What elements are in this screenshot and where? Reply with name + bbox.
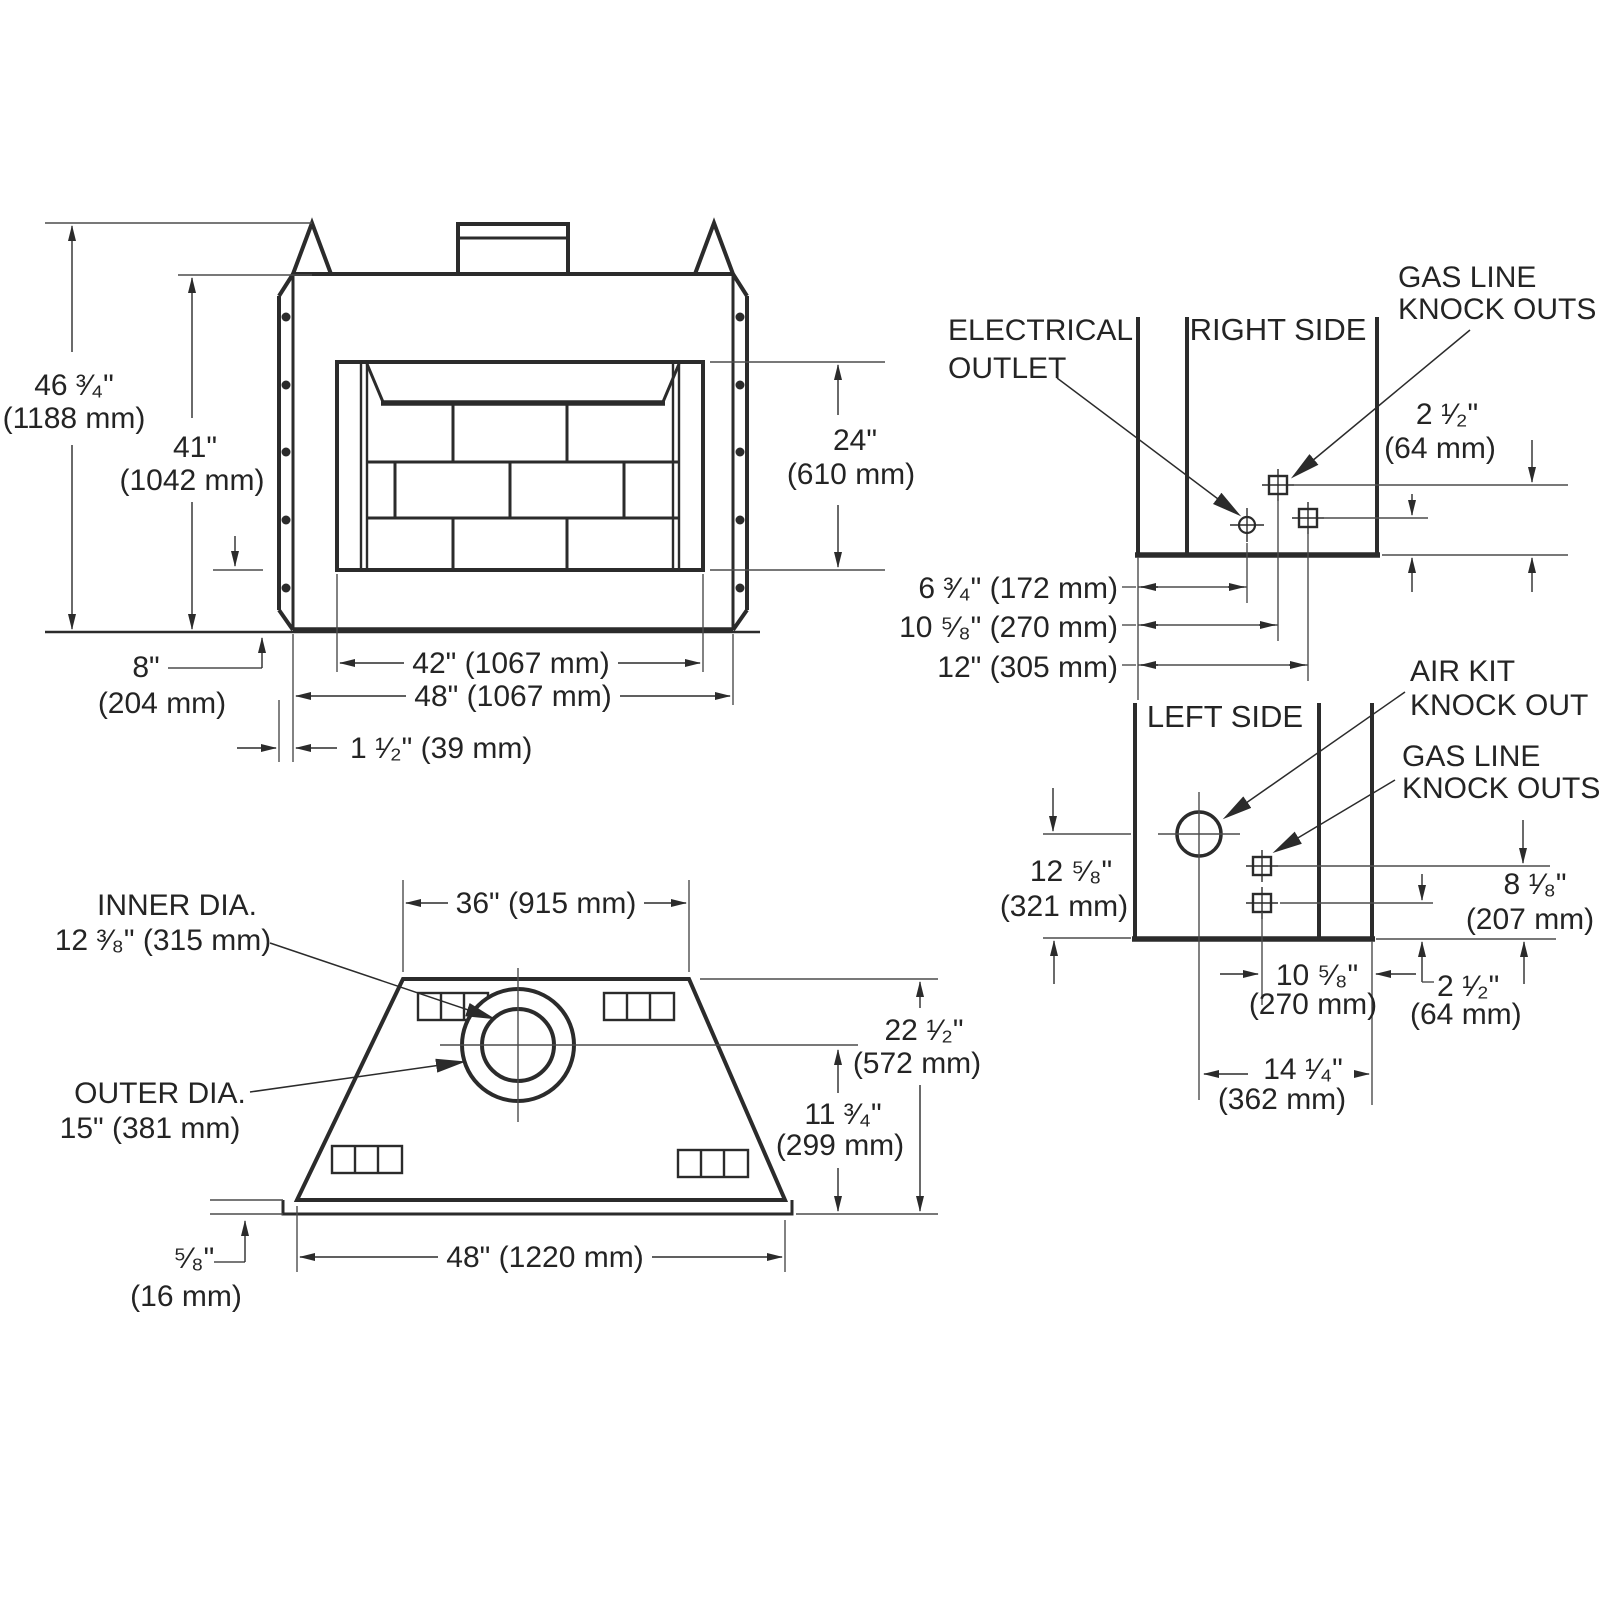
dim-opening-height: 24" (610 mm) [710,361,915,571]
corner-brackets [330,991,750,1179]
dim-body-height-mm: (1042 mm) [119,464,264,497]
dim-knockout-height-mm: (207 mm) [1466,903,1594,936]
air-kit-label-line1: AIR KIT [1410,655,1515,688]
dim-opening-width: 42" (1067 mm) [336,574,704,680]
gas-knockout-lower-marker [1290,500,1326,536]
dim-depth: 22 ¹⁄₂" (572 mm) [700,978,981,1215]
dim-knockout-offset-mm: (270 mm) [1249,988,1377,1021]
dim-hearth-mm: (204 mm) [98,687,226,720]
dim-air-kit-height-mm: (321 mm) [1000,890,1128,923]
right-side-view: RIGHT SIDE ELECTRICAL OUTLET GAS LINE KN… [899,261,1596,700]
firebox [335,360,705,572]
top-view: 36" (915 mm) INNER DIA. 12 ³⁄₈" (315 mm)… [55,880,981,1313]
flue-collar [456,222,570,276]
dim-overall-height-in: 46 ³⁄₄" [34,369,114,402]
flange-holes [281,312,745,593]
dim-flue-center-mm: (299 mm) [776,1129,904,1162]
gas-line-left-label-line2: KNOCK OUTS [1402,772,1600,805]
dim-base-lip-in: ⁵⁄₈" [174,1242,215,1275]
dim-knockout-height: 8 ¹⁄₈" (207 mm) [1276,820,1594,984]
dim-flange-depth-label: 1 ¹⁄₂" (39 mm) [350,732,532,765]
electrical-label-line1: ELECTRICAL [948,314,1133,347]
air-kit-label-line2: KNOCK OUT [1410,689,1588,722]
dim-air-kit-height: 12 ⁵⁄₈" (321 mm) [1000,788,1131,984]
gas-line-callout-left: GAS LINE KNOCK OUTS [1272,740,1600,854]
dim-air-kit-offset-in: 14 ¹⁄₄" [1263,1053,1343,1086]
dim-knockout-gap-mm-right: (64 mm) [1384,432,1496,465]
dim-top-width: 36" (915 mm) [402,880,690,972]
dim-top-width-label: 36" (915 mm) [456,887,637,920]
dim-flue-center-in: 11 ³⁄₄" [804,1098,881,1131]
dim-air-kit-offset-mm: (362 mm) [1218,1083,1346,1116]
gas-line-left-label-line1: GAS LINE [1402,740,1540,773]
dim-overall-height: 46 ³⁄₄" (1188 mm) [3,222,312,630]
gas-knockout-upper-marker-left [1244,848,1280,884]
dim-knockout-spacing-right: 2 ¹⁄₂" (64 mm) [1292,398,1568,592]
right-side-title: RIGHT SIDE [1190,312,1367,347]
dim-face-width: 48" (1067 mm) [292,634,734,762]
dim-flange-depth: 1 ¹⁄₂" (39 mm) [237,700,532,765]
dim-base-width-label: 48" (1220 mm) [446,1241,643,1274]
air-kit-callout: AIR KIT KNOCK OUT [1222,655,1588,820]
right-standoff [692,217,736,276]
dim-face-width-label: 48" (1067 mm) [414,680,611,713]
dim-knockout-height-in: 8 ¹⁄₈" [1503,868,1566,901]
dim-hearth-height: 8" (204 mm) [98,536,266,720]
dim-flue-center: 11 ³⁄₄" (299 mm) [776,1049,904,1212]
dim-hearth-in: 8" [132,651,159,684]
dim-body-height: 41" (1042 mm) [119,274,312,630]
dim-opening-height-mm: (610 mm) [787,458,915,491]
dim-outlet-offset-label: 6 ³⁄₄" (172 mm) [918,572,1118,605]
dim-depth-in: 22 ¹⁄₂" [885,1014,964,1047]
outer-dia-callout: OUTER DIA. 15" (381 mm) [60,1058,466,1145]
gas-line-label-line1: GAS LINE [1398,261,1536,294]
electrical-label-line2: OUTLET [948,352,1066,385]
outer-dia-label: OUTER DIA. [74,1077,246,1110]
firebrick-pattern [367,403,679,570]
dim-depth-mm: (572 mm) [853,1047,981,1080]
dim-opening-width-label: 42" (1067 mm) [412,647,609,680]
electrical-outlet-callout: ELECTRICAL OUTLET [948,314,1242,517]
dim-air-kit-offset: 14 ¹⁄₄" (362 mm) [1203,1053,1370,1116]
electrical-outlet-marker [1228,506,1266,544]
dim-base-lip-mm: (16 mm) [130,1280,242,1313]
left-standoff [290,217,334,276]
dim-base-lip: ⁵⁄₈" (16 mm) [130,1199,283,1313]
gas-line-label-line2: KNOCK OUTS [1398,293,1596,326]
dim-knockout-offset-left: 10 ⁵⁄₈" (270 mm) [1220,912,1416,1105]
air-kit-knockout [1158,792,1240,1100]
dim-bottom-offsets-right: 6 ³⁄₄" (172 mm) 10 ⁵⁄₈" (270 mm) 12" (30… [899,499,1309,700]
gas-knockout-upper-marker [1260,467,1296,503]
dim-base-width: 48" (1220 mm) [296,1206,786,1274]
inner-dia-label: INNER DIA. [97,889,257,922]
left-side-title: LEFT SIDE [1147,699,1303,734]
outer-dia-value: 15" (381 mm) [60,1112,241,1145]
dim-air-kit-height-in: 12 ⁵⁄₈" [1030,855,1112,888]
inner-dia-value: 12 ³⁄₈" (315 mm) [55,924,271,957]
dim-knockout-gap-mm-left: (64 mm) [1410,998,1522,1031]
dim-knockout1-offset-label: 10 ⁵⁄₈" (270 mm) [899,611,1118,644]
dim-knockout-gap-in-left: 2 ¹⁄₂" [1437,970,1499,1003]
dim-body-height-in: 41" [173,431,217,464]
base-plate [281,1200,794,1216]
left-side-view: LEFT SIDE AIR KIT KNOCK OUT GAS LINE KNO… [1000,655,1600,1116]
dim-knockout-gap-left: 2 ¹⁄₂" (64 mm) [1410,874,1522,1031]
front-view-body-outline [277,272,749,633]
dim-knockout2-offset-label: 12" (305 mm) [937,651,1118,684]
front-view: 46 ³⁄₄" (1188 mm) 41" (1042 mm) 8" (204 … [3,217,915,765]
dim-opening-height-in: 24" [833,424,877,457]
inner-dia-callout: INNER DIA. 12 ³⁄₈" (315 mm) [55,889,496,1020]
gas-line-callout-right: GAS LINE KNOCK OUTS [1290,261,1596,479]
dim-knockout-gap-in-right: 2 ¹⁄₂" [1416,398,1478,431]
dim-overall-height-mm: (1188 mm) [3,402,146,435]
dim-knockout-offset-in: 10 ⁵⁄₈" [1276,959,1358,992]
